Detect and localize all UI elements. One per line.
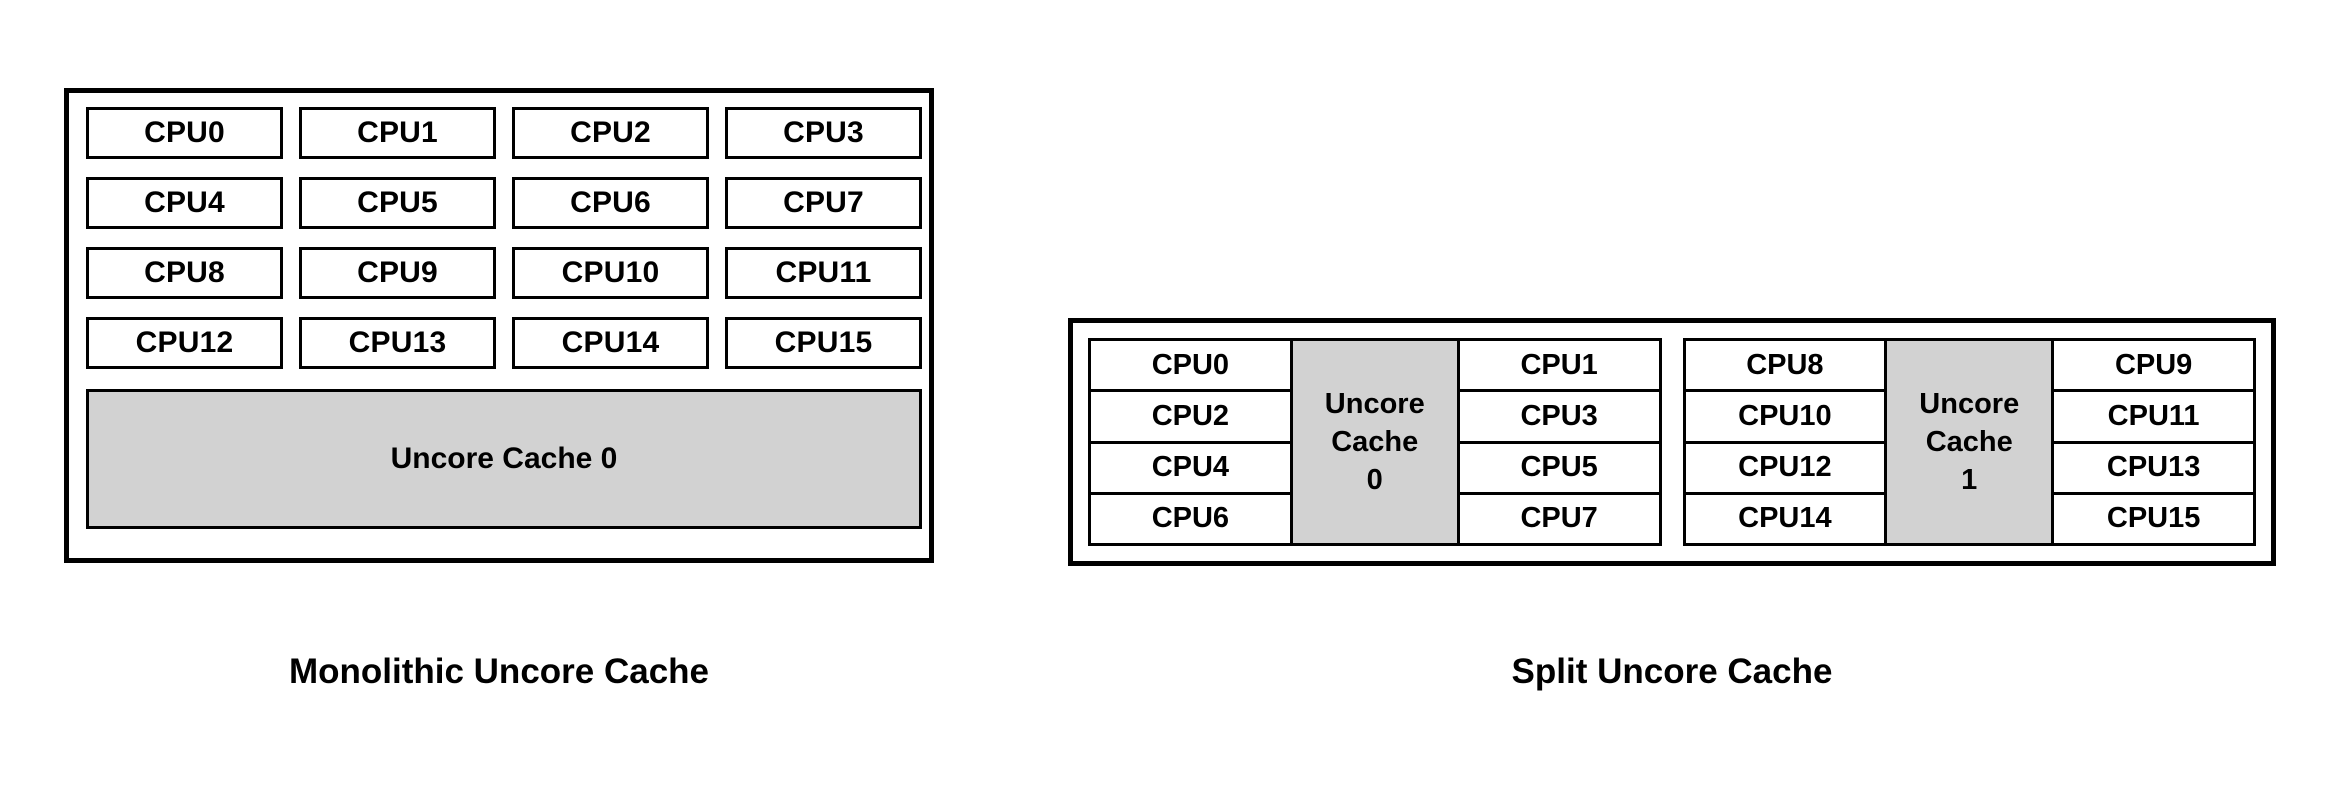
cache-group: CPU8 CPU10 CPU12 CPU14 Uncore Cache 1 CP… xyxy=(1682,338,2256,546)
cpu-column-left: CPU0 CPU2 CPU4 CPU6 xyxy=(1091,341,1290,543)
cpu-box: CPU10 xyxy=(512,247,709,299)
cpu-box: CPU14 xyxy=(512,317,709,369)
cpu-box: CPU0 xyxy=(86,107,283,159)
cpu-box: CPU8 xyxy=(86,247,283,299)
cache-group: CPU0 CPU2 CPU4 CPU6 Uncore Cache 0 CPU1 … xyxy=(1088,338,1662,546)
cpu-box: CPU11 xyxy=(2054,392,2253,444)
cpu-box: CPU7 xyxy=(725,177,922,229)
monolithic-caption: Monolithic Uncore Cache xyxy=(288,652,710,691)
cpu-box: CPU8 xyxy=(1685,341,1885,393)
cpu-box: CPU12 xyxy=(1685,443,1885,495)
cpu-box: CPU1 xyxy=(1459,341,1659,393)
cpu-column-right: CPU1 CPU3 CPU5 CPU7 xyxy=(1459,341,1659,543)
split-groups-container: CPU0 CPU2 CPU4 CPU6 Uncore Cache 0 CPU1 … xyxy=(1088,338,2256,546)
cpu-box: CPU3 xyxy=(725,107,922,159)
uncore-cache-label-line1: Uncore xyxy=(1919,387,2020,420)
uncore-cache-label-line1: Uncore xyxy=(1324,387,1425,420)
uncore-cache-block: Uncore Cache 0 xyxy=(1289,341,1460,543)
cpu-box: CPU6 xyxy=(1091,494,1290,543)
cpu-box: CPU11 xyxy=(725,247,922,299)
cpu-box: CPU10 xyxy=(1685,392,1885,444)
cpu-box: CPU0 xyxy=(1091,341,1290,393)
cpu-box: CPU2 xyxy=(512,107,709,159)
cpu-box: CPU4 xyxy=(1091,443,1290,495)
monolithic-cpu-grid: CPU0 CPU1 CPU2 CPU3 CPU4 CPU5 CPU6 CPU7 … xyxy=(86,107,922,369)
split-package-frame: CPU0 CPU2 CPU4 CPU6 Uncore Cache 0 CPU1 … xyxy=(1068,318,2276,566)
uncore-cache-block: Uncore Cache 0 xyxy=(86,389,922,529)
cpu-box: CPU9 xyxy=(2054,341,2253,393)
cpu-box: CPU5 xyxy=(299,177,496,229)
cpu-box: CPU2 xyxy=(1091,392,1290,444)
split-caption: Split Uncore Cache xyxy=(1511,652,1833,691)
cpu-box: CPU15 xyxy=(725,317,922,369)
cpu-box: CPU12 xyxy=(86,317,283,369)
cpu-column-right: CPU9 CPU11 CPU13 CPU15 xyxy=(2054,341,2253,543)
cpu-box: CPU15 xyxy=(2054,494,2253,543)
cpu-box: CPU4 xyxy=(86,177,283,229)
cpu-column-left: CPU8 CPU10 CPU12 CPU14 xyxy=(1685,341,1885,543)
cpu-box: CPU14 xyxy=(1685,494,1885,543)
cpu-box: CPU1 xyxy=(299,107,496,159)
cpu-box: CPU3 xyxy=(1459,392,1659,444)
uncore-cache-label-line3: 0 xyxy=(1366,464,1383,497)
cpu-box: CPU9 xyxy=(299,247,496,299)
uncore-cache-label-line2: Cache xyxy=(1331,425,1419,458)
cpu-box: CPU13 xyxy=(299,317,496,369)
cpu-box: CPU13 xyxy=(2054,443,2253,495)
cpu-box: CPU5 xyxy=(1459,443,1659,495)
cpu-box: CPU6 xyxy=(512,177,709,229)
uncore-cache-label-line3: 1 xyxy=(1961,464,1978,497)
cpu-box: CPU7 xyxy=(1459,494,1659,543)
uncore-cache-label-line2: Cache xyxy=(1925,425,2013,458)
uncore-cache-block: Uncore Cache 1 xyxy=(1884,341,2055,543)
monolithic-package-frame: CPU0 CPU1 CPU2 CPU3 CPU4 CPU5 CPU6 CPU7 … xyxy=(64,88,934,563)
